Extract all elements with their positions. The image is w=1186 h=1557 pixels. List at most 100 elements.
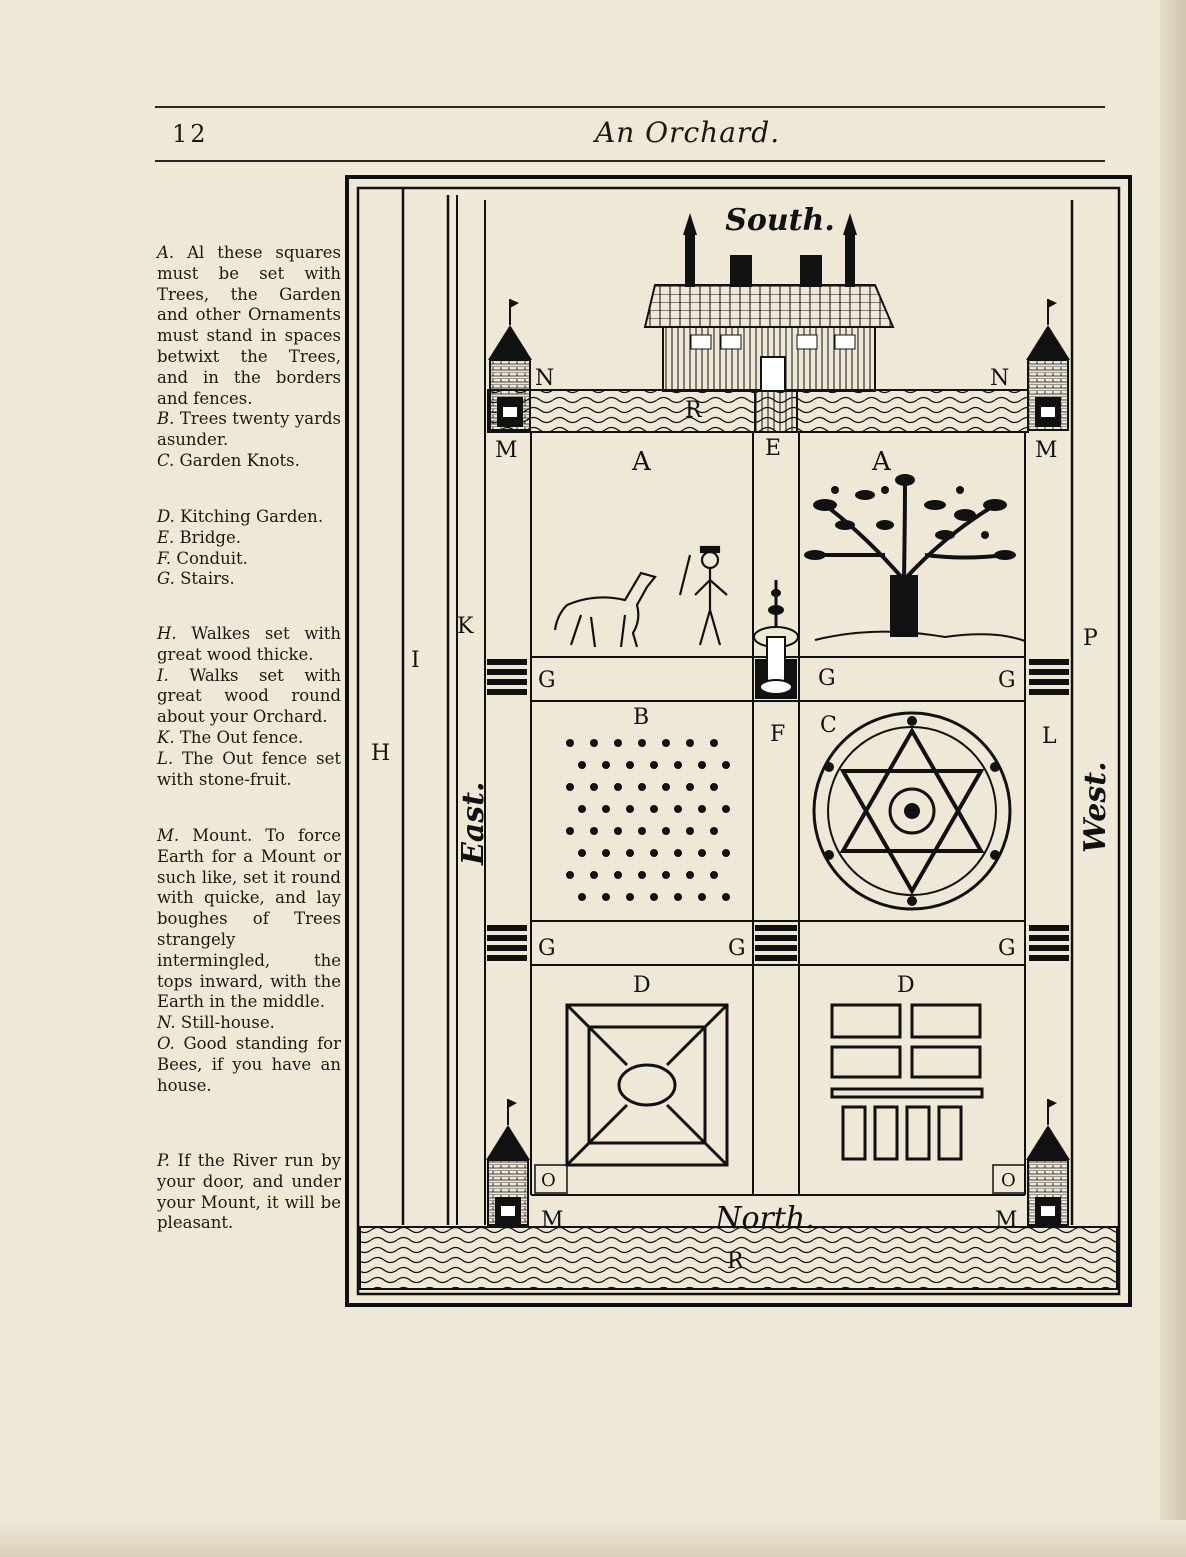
label-o: O	[1001, 1170, 1016, 1191]
label-m: M	[495, 438, 518, 463]
orchard-tree-dot	[638, 783, 646, 791]
orchard-tree-dot	[578, 893, 586, 901]
bridge	[754, 390, 798, 433]
orchard-tree-dot	[650, 761, 658, 769]
legend-group-m-o: M. Mount. To force Earth for a Mount or …	[157, 826, 341, 1096]
label-k: K	[457, 614, 474, 639]
orchard-tree-dot	[638, 739, 646, 747]
orchard-tree-dot	[602, 893, 610, 901]
orchard-tree-dot	[710, 871, 718, 879]
label-e: E	[765, 436, 781, 461]
kitchen-garden-bed-right	[830, 1003, 984, 1161]
label-m: M	[1035, 438, 1058, 463]
orchard-tree-dot	[722, 805, 730, 813]
legend-entry: I. Walks set with great wood round about…	[157, 665, 342, 727]
legend-entry: D. Kitching Garden.	[157, 507, 324, 526]
orchard-tree-dot	[698, 893, 706, 901]
label-g: G	[538, 668, 556, 693]
orchard-tree-dot	[614, 783, 622, 791]
orchard-tree-dot	[626, 849, 634, 857]
orchard-tree-dot	[650, 805, 658, 813]
tree-illustration	[804, 474, 1026, 642]
orchard-tree-dot	[590, 739, 598, 747]
mount-tower	[1026, 1099, 1070, 1226]
legend-group-h-l: H. Walkes set with great wood thicke. I.…	[157, 624, 341, 790]
orchard-tree-dot	[602, 805, 610, 813]
orchard-tree-dot	[566, 739, 574, 747]
orchard-tree-dot	[722, 761, 730, 769]
orchard-tree-dot	[722, 849, 730, 857]
orchard-tree-dot	[662, 739, 670, 747]
legend-entry: E. Bridge.	[157, 527, 241, 547]
orchard-tree-dot	[602, 761, 610, 769]
label-a: A	[631, 447, 652, 477]
orchard-tree-dot	[674, 805, 682, 813]
orchard-tree-dot	[590, 827, 598, 835]
mount-tower	[1026, 299, 1070, 431]
orchard-tree-dot	[686, 783, 694, 791]
label-a: A	[871, 447, 892, 477]
orchard-tree-dot	[590, 871, 598, 879]
legend-group-a-c: A. Al these squares must be set with Tre…	[157, 243, 341, 472]
label-d: D	[633, 973, 651, 998]
orchard-tree-dot	[722, 893, 730, 901]
conduit-fountain	[753, 580, 799, 699]
label-m: M	[541, 1208, 564, 1233]
label-r: R	[685, 398, 703, 423]
orchard-tree-dot	[662, 827, 670, 835]
orchard-tree-dot	[614, 827, 622, 835]
orchard-tree-dot	[650, 893, 658, 901]
orchard-tree-dot	[710, 783, 718, 791]
orchard-plan-woodcut: South. North. East. West. N N R M M E A …	[345, 175, 1132, 1307]
orchard-tree-dot	[578, 805, 586, 813]
orchard-tree-dot	[686, 871, 694, 879]
label-i: I	[411, 648, 420, 673]
stairs	[487, 659, 1069, 961]
orchard-tree-dot	[566, 827, 574, 835]
house-illustration	[643, 213, 895, 392]
garden-knot	[812, 711, 1012, 911]
orchard-tree-dot	[638, 871, 646, 879]
label-g: G	[728, 936, 746, 961]
orchard-tree-dot	[590, 783, 598, 791]
orchard-tree-dot	[626, 761, 634, 769]
legend-entry: A. Al these squares must be set with Tre…	[157, 243, 341, 408]
horse-and-rider-illustration	[553, 545, 728, 648]
orchard-tree-dot	[698, 805, 706, 813]
running-head: An Orchard.	[595, 116, 781, 149]
page-shadow	[0, 1520, 1186, 1557]
orchard-trees-grid	[566, 739, 730, 901]
orchard-tree-dot	[686, 827, 694, 835]
orchard-tree-dot	[626, 805, 634, 813]
orchard-tree-dot	[674, 893, 682, 901]
orchard-tree-dot	[698, 761, 706, 769]
orchard-tree-dot	[566, 783, 574, 791]
compass-east: East.	[456, 782, 491, 867]
label-b: B	[633, 705, 649, 730]
legend-entry: B. Trees twenty yards asunder.	[157, 409, 342, 450]
orchard-tree-dot	[638, 827, 646, 835]
compass-west: West.	[1078, 761, 1113, 853]
legend-group-p: P. If the River run by your door, and un…	[157, 1151, 341, 1234]
orchard-tree-dot	[614, 871, 622, 879]
header-rule-top	[155, 106, 1105, 108]
bee-house	[534, 1164, 568, 1194]
label-l: L	[1042, 724, 1057, 749]
legend-entry: H. Walkes set with great wood thicke.	[157, 624, 341, 664]
label-n: N	[535, 366, 554, 391]
orchard-tree-dot	[662, 871, 670, 879]
orchard-tree-dot	[710, 827, 718, 835]
page-number: 12	[172, 120, 209, 148]
orchard-tree-dot	[602, 849, 610, 857]
orchard-tree-dot	[674, 849, 682, 857]
compass-south: South.	[725, 203, 835, 238]
label-m: M	[995, 1208, 1018, 1233]
orchard-tree-dot	[698, 849, 706, 857]
label-p: P	[1083, 626, 1098, 651]
legend-entry: L. The Out fence set with stone-fruit.	[157, 748, 341, 789]
outer-frame	[345, 175, 1132, 1307]
label-h: H	[371, 741, 390, 766]
label-g: G	[538, 936, 556, 961]
kitchen-garden-bed-left	[565, 1003, 729, 1167]
legend-entry: C. Garden Knots.	[157, 450, 300, 470]
